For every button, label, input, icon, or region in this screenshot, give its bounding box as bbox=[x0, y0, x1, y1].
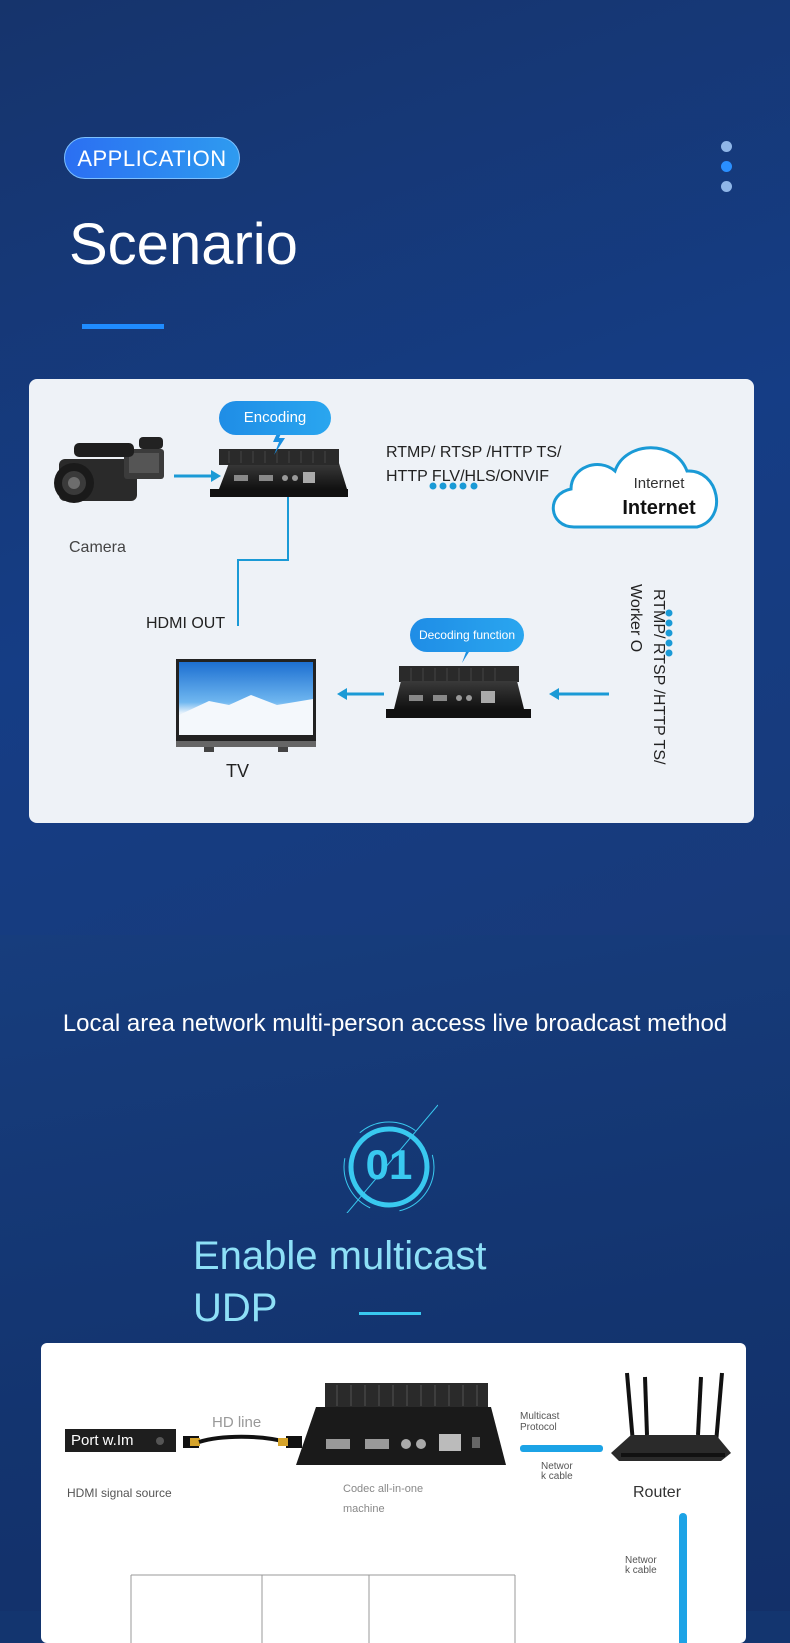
multicast-diagram-card: Port w.Im HD line HDMI signal source Cod… bbox=[41, 1343, 746, 1643]
codec-label-line2: machine bbox=[343, 1503, 385, 1515]
network-cable-line bbox=[520, 1445, 603, 1452]
step-ring-icon bbox=[343, 1104, 438, 1213]
encoding-badge: Encoding bbox=[219, 401, 331, 435]
hdmi-source-label: HDMI signal source bbox=[67, 1486, 172, 1500]
hd-line-label: HD line bbox=[212, 1414, 262, 1431]
arrow-head-icon bbox=[549, 688, 559, 700]
arrow-head-icon bbox=[337, 688, 347, 700]
network-cable-line1: Networ bbox=[541, 1461, 573, 1472]
codec-label-line1: Codec all-in-one bbox=[343, 1483, 424, 1495]
hdmi-wire bbox=[237, 497, 289, 626]
cloud-icon bbox=[551, 446, 718, 529]
section-subtitle: Local area network multi-person access l… bbox=[62, 1010, 728, 1037]
diagram-artwork bbox=[54, 427, 718, 752]
dotted-connector-icon bbox=[429, 482, 478, 490]
step-number-badge: 01 bbox=[338, 1103, 438, 1213]
port-label: Port w.Im bbox=[71, 1432, 134, 1449]
arrow-head-icon bbox=[211, 470, 221, 482]
codec-device-icon bbox=[296, 1383, 506, 1465]
multicast-protocol-line1: Multicast bbox=[520, 1411, 560, 1422]
application-badge: APPLICATION bbox=[64, 137, 240, 179]
internet-small-label: Internet bbox=[633, 475, 685, 492]
pager-dot[interactable] bbox=[721, 181, 732, 192]
network-cable-line2: k cable bbox=[625, 1565, 657, 1576]
pager-dot-active[interactable] bbox=[721, 161, 732, 172]
tv-icon bbox=[176, 659, 316, 752]
multicast-title-line1: Enable multicast bbox=[193, 1234, 487, 1278]
protocols-line1: RTMP/ RTSP /HTTP TS/ bbox=[386, 444, 562, 461]
router-label: Router bbox=[633, 1484, 682, 1501]
protocols-line2: HTTP FLV/HLS/ONVIF bbox=[386, 468, 549, 485]
title-underline bbox=[82, 324, 164, 329]
decoder-device-icon bbox=[386, 666, 531, 718]
camera-label: Camera bbox=[69, 539, 126, 556]
hdmi-out-label: HDMI OUT bbox=[146, 615, 226, 632]
page-title: Scenario bbox=[69, 212, 298, 277]
network-cable-line2: k cable bbox=[541, 1471, 573, 1482]
step-number: 01 bbox=[365, 1141, 413, 1188]
encoder-device-icon bbox=[210, 449, 348, 497]
tv-label: TV bbox=[226, 761, 250, 781]
decoding-badge: Decoding function bbox=[410, 618, 524, 652]
hdmi-source-icon bbox=[65, 1429, 176, 1452]
distribution-lines bbox=[130, 1574, 516, 1643]
scenario-diagram-card: Encoding RTMP/ RTSP /HTTP TS/ HTTP FLV/H… bbox=[29, 379, 754, 823]
dotted-connector-icon bbox=[665, 609, 673, 657]
vertical-worker-label: Worker O bbox=[627, 584, 644, 653]
multicast-title-line2: UDP bbox=[193, 1286, 278, 1330]
network-cable-label: Networ k cable bbox=[541, 1462, 573, 1482]
network-cable-line bbox=[679, 1513, 687, 1643]
multicast-protocol-label: Multicast Protocol bbox=[520, 1411, 559, 1433]
vertical-protocols-label: RTMP/ RTSP /HTTP TS/ bbox=[650, 589, 667, 765]
network-cable-line1: Networ bbox=[625, 1555, 657, 1566]
camera-icon bbox=[54, 437, 164, 503]
lightning-icon bbox=[273, 427, 285, 455]
title-underline bbox=[359, 1312, 421, 1315]
multicast-protocol-line2: Protocol bbox=[520, 1422, 557, 1433]
pager-dot[interactable] bbox=[721, 141, 732, 152]
internet-label: Internet bbox=[622, 497, 696, 519]
hdmi-cable-icon bbox=[183, 1434, 302, 1448]
router-icon bbox=[611, 1372, 731, 1461]
network-cable-label: Networ k cable bbox=[625, 1556, 657, 1576]
multicast-title: Enable multicast UDP bbox=[193, 1230, 486, 1334]
